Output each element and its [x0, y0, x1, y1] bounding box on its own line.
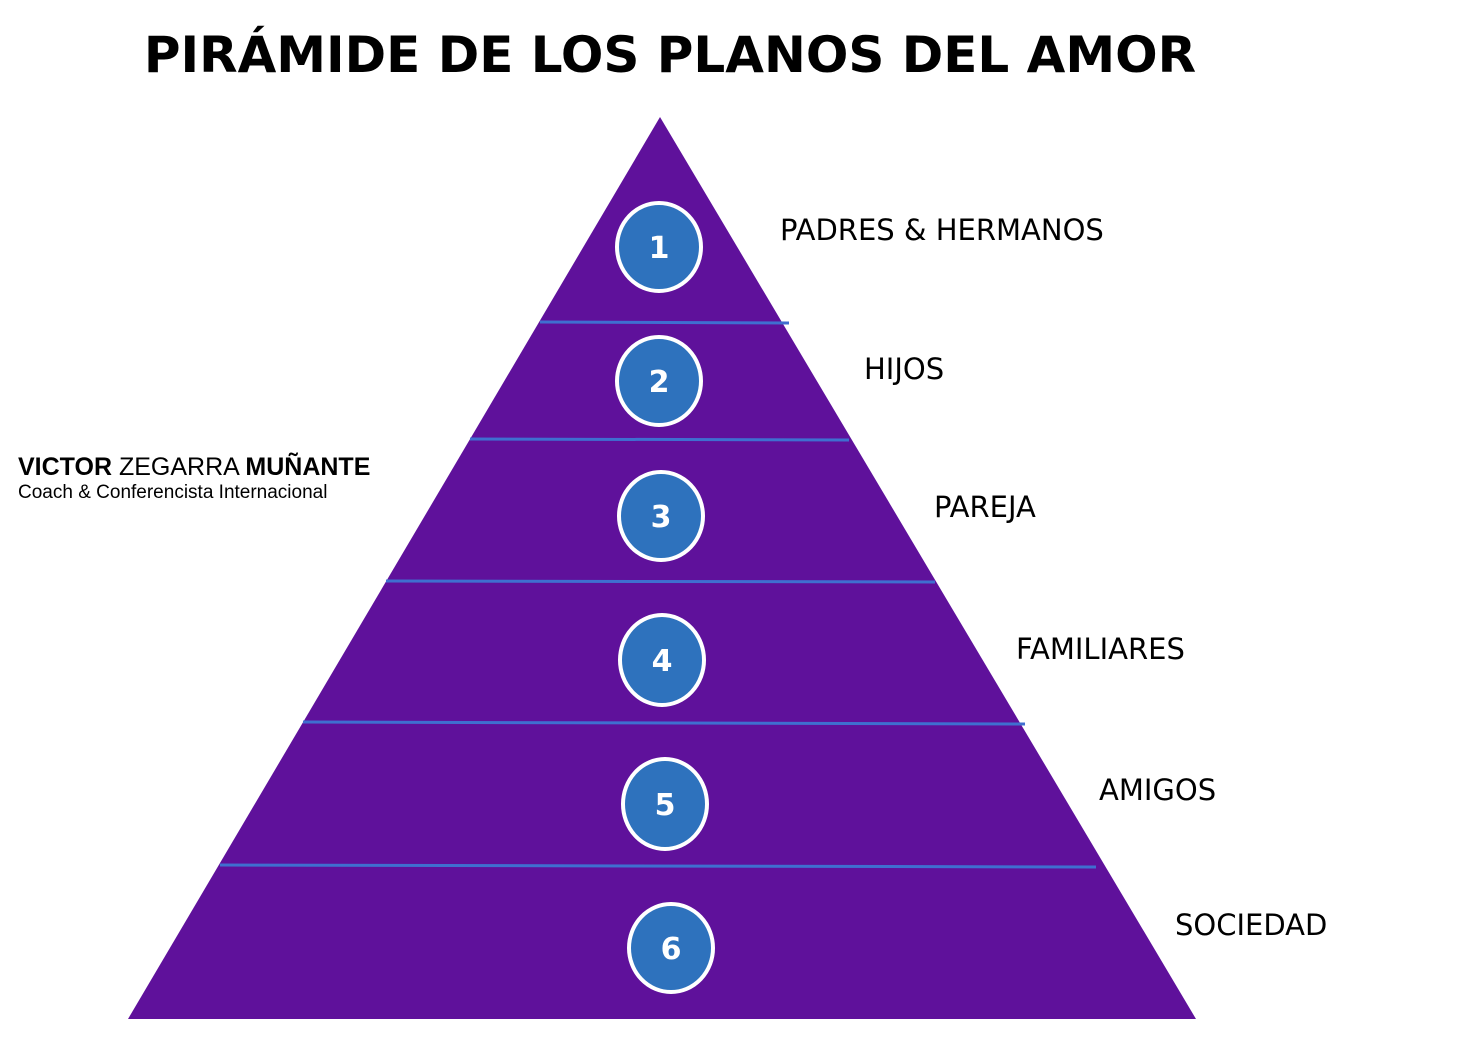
author-role: Coach & Conferencista Internacional — [18, 482, 328, 503]
badge-circle — [615, 201, 703, 293]
level-label-5: AMIGOS — [1099, 773, 1217, 807]
level-badge-6: 6 — [627, 902, 715, 994]
level-dividers — [219, 320, 1097, 869]
page-title: PIRÁMIDE DE LOS PLANOS DEL AMOR — [143, 26, 1197, 84]
level-label-6: SOCIEDAD — [1175, 908, 1328, 942]
badge-circle — [618, 613, 706, 707]
level-divider — [469, 437, 850, 442]
badge-number: 6 — [661, 932, 682, 967]
author-middle-name: ZEGARRA — [118, 453, 239, 481]
level-badge-3: 3 — [617, 470, 705, 562]
badge-circle — [621, 757, 709, 851]
level-label-3: PAREJA — [934, 490, 1036, 524]
badge-circle — [627, 902, 715, 994]
author-block: VICTOR ZEGARRA MUÑANTE Coach & Conferenc… — [18, 452, 370, 504]
level-badge-1: 1 — [615, 201, 703, 293]
level-badges: 1 2 3 4 5 6 — [615, 201, 715, 994]
badge-number: 4 — [652, 644, 673, 679]
level-badge-4: 4 — [618, 613, 706, 707]
level-divider — [219, 863, 1097, 869]
badge-number: 3 — [651, 500, 672, 535]
level-divider — [539, 320, 790, 325]
author-last-name: MUÑANTE — [245, 453, 371, 481]
pyramid-shape — [128, 117, 1196, 1019]
level-label-1: PADRES & HERMANOS — [780, 213, 1104, 247]
level-label-2: HIJOS — [864, 352, 945, 386]
level-divider — [302, 720, 1026, 726]
badge-circle — [617, 470, 705, 562]
badge-number: 5 — [655, 788, 676, 823]
author-first-name: VICTOR — [18, 453, 112, 481]
badge-number: 1 — [649, 231, 670, 266]
author-name: VICTOR ZEGARRA MUÑANTE — [18, 452, 370, 482]
level-badge-5: 5 — [621, 757, 709, 851]
badge-circle — [615, 335, 703, 427]
level-label-4: FAMILIARES — [1016, 632, 1185, 666]
level-divider — [385, 579, 936, 584]
badge-number: 2 — [649, 365, 670, 400]
level-badge-2: 2 — [615, 335, 703, 427]
